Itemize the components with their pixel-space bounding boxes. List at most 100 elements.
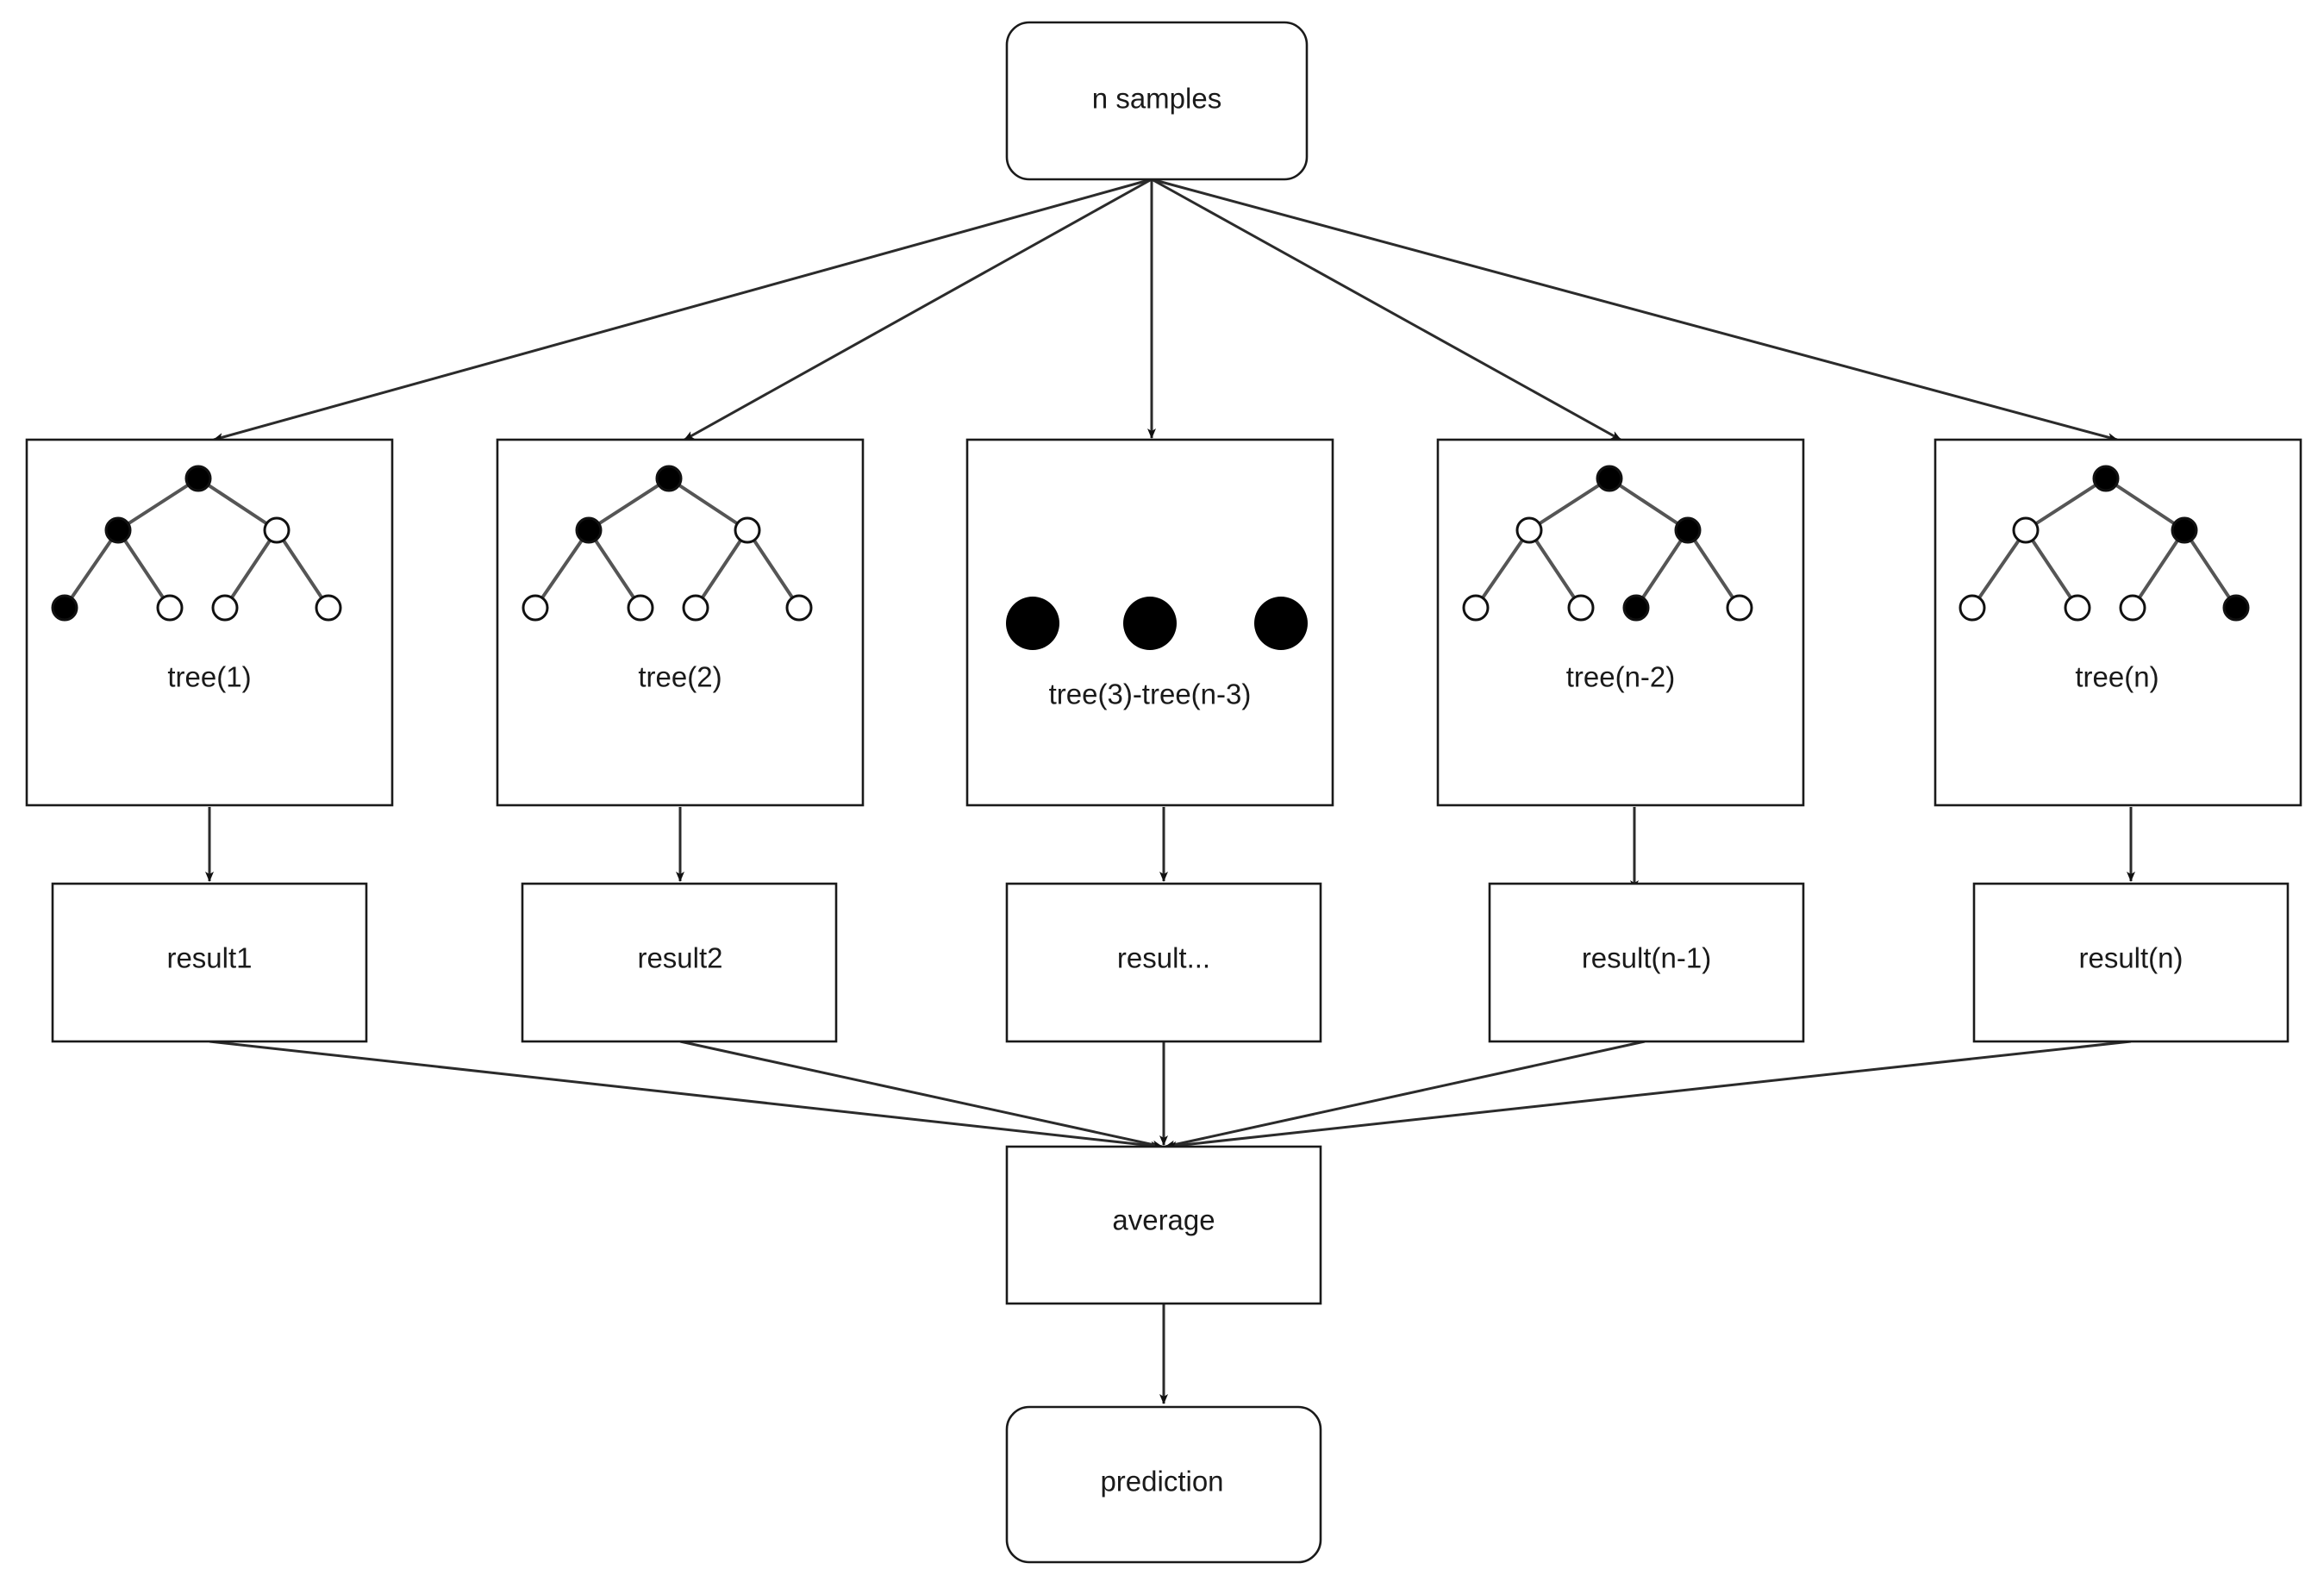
ellipsis-dot: [1123, 597, 1177, 650]
tree-node-empty: [682, 594, 709, 622]
tree-branch: [1686, 528, 1741, 610]
tree-node-filled: [1674, 516, 1702, 544]
edge-result-1-average: [209, 1040, 1161, 1150]
result-boxes: [51, 882, 2290, 1043]
tree-node-filled: [51, 594, 78, 622]
result-label: result(n): [2078, 942, 2183, 974]
tree-node-empty: [1726, 594, 1753, 622]
tree-node-filled: [655, 465, 683, 492]
tree-branch: [197, 477, 278, 532]
tree-box: [25, 438, 394, 807]
tree-node-filled: [184, 465, 212, 492]
tree-node-empty: [2119, 594, 2146, 622]
result-box: [1488, 882, 1805, 1043]
result-label: result2: [637, 942, 722, 974]
tree-node-empty: [315, 594, 342, 622]
tree-node-empty: [734, 516, 761, 544]
tree-glyph: [1462, 465, 1753, 622]
result-box: [51, 882, 368, 1043]
edges-trees-to-results: [205, 807, 2135, 891]
edge-result-4-average: [1165, 1040, 1646, 1149]
source-node: n samples: [1005, 21, 1309, 181]
aggregate-node: average: [1005, 1145, 1322, 1305]
tree-box: [496, 438, 865, 807]
tree-branch: [2024, 477, 2108, 532]
tree-box: [1934, 438, 2302, 807]
tree-glyph: [51, 465, 342, 622]
result-box: [1972, 882, 2290, 1043]
tree-label: tree(2): [638, 661, 722, 693]
tree-label: tree(3)-tree(n-3): [1049, 678, 1252, 710]
source-box: [1005, 21, 1309, 181]
ellipsis-dot: [1006, 597, 1059, 650]
edge-source-tree-5: [1151, 178, 2118, 441]
tree-branch: [63, 528, 120, 610]
edge-source-tree-1: [213, 178, 1153, 441]
edge-source-tree-2: [684, 178, 1153, 441]
tree-branch: [1527, 477, 1611, 532]
tree-node-empty: [627, 594, 654, 622]
tree-branch: [116, 528, 172, 610]
tree-glyph: [522, 465, 813, 622]
tree-label: tree(1): [167, 661, 251, 693]
edges-source-to-trees: [213, 178, 2118, 441]
tree-node-empty: [1959, 594, 1986, 622]
tree-branch: [534, 528, 590, 610]
result-label: result(n-1): [1582, 942, 1711, 974]
tree-branch: [116, 477, 200, 532]
tree-branch: [694, 528, 749, 610]
tree-branch: [2131, 528, 2186, 610]
prediction-label: prediction: [1100, 1466, 1223, 1498]
tree-node-empty: [1462, 594, 1490, 622]
tree-branch: [2024, 528, 2079, 610]
edge-source-tree-4: [1151, 178, 1621, 441]
source-label: n samples: [1092, 83, 1221, 115]
edge-result-2-average: [679, 1040, 1163, 1149]
tree-branch: [587, 477, 671, 532]
tree-labels: tree(1) tree(2) tree(3)-tree(n-3) tree(n…: [167, 661, 2158, 710]
edges-results-to-average: [209, 1040, 2132, 1150]
tree-node-filled: [2222, 594, 2250, 622]
tree-boxes: [25, 438, 2302, 807]
tree-glyphs: [51, 465, 2250, 622]
tree-branch: [2183, 528, 2238, 610]
tree-node-empty: [211, 594, 239, 622]
tree-node-empty: [522, 594, 549, 622]
average-label: average: [1112, 1204, 1215, 1236]
result-labels: result1 result2 result... result(n-1) re…: [166, 942, 2183, 974]
tree-node-empty: [1515, 516, 1543, 544]
tree-branch: [1634, 528, 1690, 610]
tree-glyph: [1959, 465, 2250, 622]
ellipsis-dots: [1006, 597, 1308, 650]
tree-branch: [746, 528, 801, 610]
tree-node-empty: [785, 594, 813, 622]
tree-node-filled: [2092, 465, 2120, 492]
tree-branch: [587, 528, 642, 610]
tree-branch: [1971, 528, 2027, 610]
result-label: result1: [166, 942, 252, 974]
tree-node-empty: [263, 516, 290, 544]
tree-box: [1436, 438, 1805, 807]
ellipsis-dot: [1254, 597, 1308, 650]
prediction-box: [1005, 1405, 1322, 1564]
tree-node-filled: [1622, 594, 1650, 622]
tree-branch: [1608, 477, 1690, 532]
result-box: [1005, 882, 1322, 1043]
tree-label: tree(n-2): [1566, 661, 1676, 693]
tree-branch: [223, 528, 278, 610]
result-box: [521, 882, 838, 1043]
average-box: [1005, 1145, 1322, 1305]
tree-branch: [667, 477, 749, 532]
tree-node-filled: [104, 516, 132, 544]
tree-node-empty: [1567, 594, 1595, 622]
tree-node-filled: [575, 516, 603, 544]
tree-branch: [1474, 528, 1531, 610]
tree-branch: [1527, 528, 1583, 610]
tree-node-empty: [2012, 516, 2040, 544]
edge-result-5-average: [1166, 1040, 2132, 1150]
tree-node-filled: [1596, 465, 1623, 492]
tree-node-empty: [156, 594, 184, 622]
tree-node-empty: [2064, 594, 2091, 622]
output-node: prediction: [1005, 1405, 1322, 1564]
